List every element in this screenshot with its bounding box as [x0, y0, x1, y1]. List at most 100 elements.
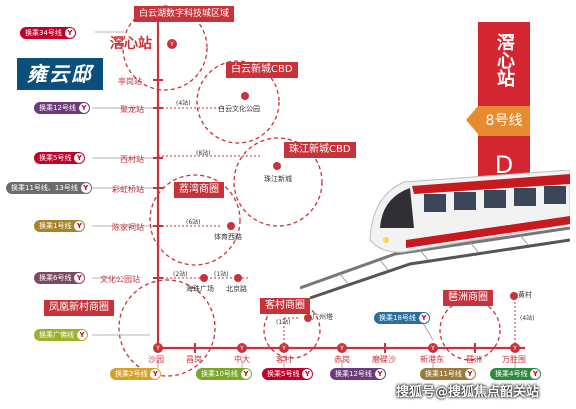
transfer-line11-13-label: 换乘11号线、13号线	[11, 184, 78, 192]
metro-logo-icon: Y	[418, 313, 429, 323]
metro-logo-icon: Y	[74, 273, 85, 283]
transfer-line12-chigang-label: 换乘12号线	[335, 370, 372, 378]
station-kecun: 客村	[276, 355, 292, 364]
badge-arrow	[466, 92, 530, 150]
zone-label-baiyunhu: 白云湖数字科技城区域	[134, 6, 235, 22]
poi-haizhu: 海珠广场	[186, 285, 214, 293]
transfer-line11-xingang-label: 换乘11号线	[425, 370, 462, 378]
station-chenjiaci: 陈家祠站	[112, 223, 144, 232]
station-zhongda: 中大	[234, 355, 250, 364]
svg-text:Y: Y	[339, 345, 344, 352]
poi-baiyun-park: 白云文化公园	[218, 105, 260, 113]
metro-logo-icon: Y	[374, 369, 385, 379]
station-wanshengwei: 万胜围	[502, 355, 526, 364]
station-wenhuagongyuan: 文化公园站	[100, 275, 140, 284]
station-shayuan: 沙园	[148, 355, 164, 364]
station-xicun: 西村站	[120, 155, 144, 164]
poi-canton-tower: 广州塔	[312, 313, 333, 321]
zone-circle-fenghuang	[118, 279, 216, 377]
station-pazhou: 琶洲	[466, 355, 482, 364]
metro-logo-icon: Y	[77, 330, 87, 340]
zone-circle-kecun	[263, 301, 321, 359]
svg-text:Y: Y	[169, 41, 174, 48]
poi-zhujiang: 珠江新城	[264, 175, 292, 183]
train-illustration	[300, 170, 570, 300]
transfer-line34-label: 换乘34号线	[25, 29, 62, 37]
zone-label-baiyun-cbd: 白云新城CBD	[226, 62, 298, 78]
transfer-line18-label: 换乘18号线	[379, 314, 416, 322]
stop-count-kecun: (1站)	[276, 319, 291, 326]
transfer-line1-label: 换乘1号线	[39, 222, 72, 230]
stop-count-chenjiaci: (6站)	[186, 219, 201, 226]
transfer-line5-kecun-label: 换乘5号线	[267, 370, 300, 378]
metro-logo-icon: Y	[530, 369, 541, 379]
station-xingangdong: 新港东	[420, 355, 444, 364]
metro-logo-icon: Y	[64, 28, 75, 38]
metro-logo-icon: Y	[302, 369, 313, 379]
metro-logo-icon: Y	[240, 369, 251, 379]
stop-count-wenhua-1: (1站)	[214, 271, 229, 278]
transfer-guangfo-label: 换乘广佛线	[39, 331, 74, 339]
transfer-line2-label: 换乘2号线	[115, 370, 148, 378]
station-modiesha: 磨碟沙	[372, 355, 396, 364]
metro-logo-icon: Y	[74, 221, 85, 231]
transfer-line10-label: 换乘10号线	[201, 370, 238, 378]
stop-count-xicun: (8站)	[196, 150, 211, 157]
zone-label-kecun: 客村商圈	[260, 298, 310, 314]
badge-exit-letter: D	[494, 151, 514, 179]
poi-beijing: 北京路	[226, 285, 247, 293]
zone-label-zhujiang-cbd: 珠江新城CBD	[284, 142, 356, 158]
station-tinggang: 亭岗站	[118, 77, 142, 86]
poi-tiyuxi: 体育西路	[214, 233, 242, 241]
transfer-line5-xicun-label: 换乘5号线	[39, 154, 72, 162]
svg-text:Y: Y	[430, 345, 435, 352]
station-julong: 聚龙站	[120, 105, 144, 114]
station-chigang: 赤岗	[334, 355, 350, 364]
badge-station: 滘心站	[478, 22, 530, 92]
station-caihongqiao: 彩虹桥站	[112, 185, 144, 194]
stop-count-julong: (4站)	[176, 100, 191, 107]
transfer-line4-label: 换乘4号线	[495, 370, 528, 378]
svg-text:Y: Y	[512, 345, 517, 352]
metro-logo-icon: Y	[464, 369, 475, 379]
metro-logo-icon: Y	[78, 103, 89, 113]
svg-text:Y: Y	[155, 345, 160, 352]
zone-circle-liwan	[149, 174, 241, 266]
svg-text:Y: Y	[281, 345, 286, 352]
station-changgang: 昌岗	[186, 355, 202, 364]
zone-label-fenghuang: 凤凰新村商圈	[44, 300, 114, 316]
zone-circle-baiyun-cbd	[196, 60, 280, 144]
svg-text:Y: Y	[239, 345, 244, 352]
transfer-line12-label: 换乘12号线	[39, 104, 76, 112]
transfer-line6-label: 换乘6号线	[39, 274, 72, 282]
zone-label-pazhou: 琶洲商圈	[443, 290, 493, 306]
zone-label-liwan: 荔湾商圈	[174, 182, 224, 198]
zone-circle-zhujiang-cbd	[233, 137, 323, 227]
zone-circle-pazhou	[439, 299, 501, 361]
metro-logo-icon: Y	[80, 183, 91, 193]
brand-logo: 雍云邸	[17, 58, 103, 90]
poi-huangcun: 黄村	[518, 291, 532, 299]
watermark: 搜狐号@搜狐焦点韶关站	[396, 385, 540, 400]
stop-count-wansheng: (4站)	[520, 315, 535, 322]
main-station-name: 滘心站	[110, 36, 152, 52]
badge-line: 8号线	[478, 106, 530, 136]
metro-logo-icon: Y	[150, 369, 161, 379]
stop-count-wenhua-2: (2站)	[173, 271, 188, 278]
